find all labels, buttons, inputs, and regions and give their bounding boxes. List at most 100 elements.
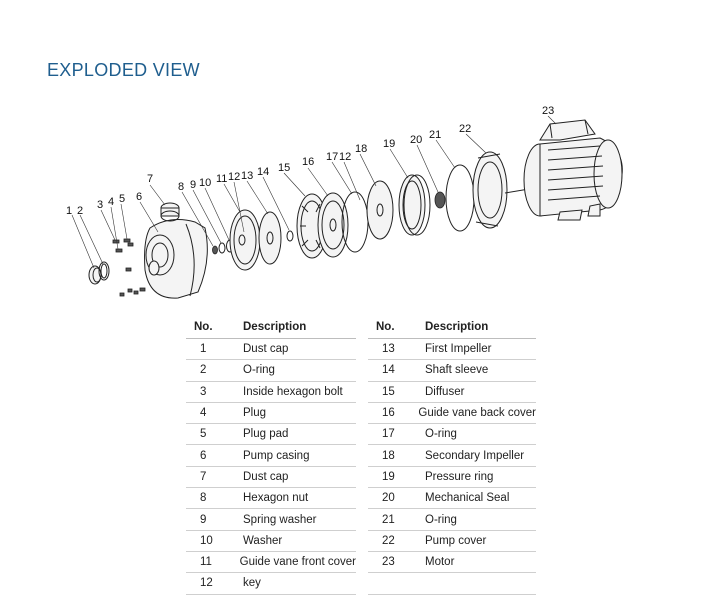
table-row: 4 Plug [186, 403, 356, 425]
table-row: 13 First Impeller [368, 339, 536, 361]
table-row: 19 Pressure ring [368, 467, 536, 489]
callout-label: 7 [147, 173, 153, 185]
row-description: O-ring [243, 364, 275, 377]
row-description: Dust cap [243, 343, 289, 356]
part-dust-cap [88, 265, 102, 285]
part-nut-washers [212, 239, 234, 255]
callout-label: 21 [429, 129, 441, 141]
header-description: Description [425, 321, 489, 333]
row-description: Guide vane front cover [239, 556, 356, 569]
callout-label: 16 [302, 156, 314, 168]
callout-label: 14 [257, 166, 269, 178]
callout-label: 22 [459, 123, 471, 135]
callout-label: 17 [326, 151, 338, 163]
row-no: 10 [200, 534, 213, 547]
table-row: 7 Dust cap [186, 467, 356, 489]
row-description: Spring washer [243, 513, 317, 526]
table-row: 16 Guide vane back cover [368, 403, 536, 425]
table-row: 18 Secondary Impeller [368, 445, 536, 467]
row-description: Dust cap [243, 470, 289, 483]
part-shaft-sleeve [286, 230, 294, 242]
callout-label: 2 [77, 205, 83, 217]
header-no: No. [376, 321, 395, 333]
callout-label: 13 [241, 170, 253, 182]
row-no: 6 [200, 449, 207, 462]
exploded-view-diagram: 1 2 3 4 5 6 7 8 9 10 11 12 13 14 15 16 1… [66, 105, 623, 299]
table-header: No. Description [368, 316, 536, 339]
part-pump-cover [472, 151, 508, 229]
callout-label: 5 [119, 193, 125, 205]
table-row: 11 Guide vane front cover [186, 552, 356, 574]
row-description: Pressure ring [425, 470, 494, 483]
callout-label: 8 [178, 181, 184, 193]
row-description: Motor [425, 556, 455, 569]
row-no: 17 [382, 428, 395, 441]
table-row: 6 Pump casing [186, 445, 356, 467]
table-row: 8 Hexagon nut [186, 488, 356, 510]
row-description: Secondary Impeller [425, 449, 525, 462]
row-no: 2 [200, 364, 207, 377]
row-description: Shaft sleeve [425, 364, 489, 377]
row-description: O-ring [425, 513, 457, 526]
row-description: Diffuser [425, 385, 465, 398]
part-pressure-ring [398, 174, 431, 236]
table-row-empty [368, 573, 536, 595]
row-description: Plug pad [243, 428, 289, 441]
row-no: 19 [382, 470, 395, 483]
row-description: Guide vane back cover [418, 407, 536, 420]
row-no: 16 [382, 407, 395, 420]
callout-label: 20 [410, 134, 422, 146]
row-no: 23 [382, 556, 395, 569]
part-secondary-impeller [366, 180, 394, 240]
row-description: Pump casing [243, 449, 310, 462]
row-description: Washer [243, 534, 283, 547]
part-guide-vane-back-cover [317, 192, 349, 258]
callout-labels: 1 2 3 4 5 6 7 8 9 10 11 12 13 14 15 16 1… [66, 105, 554, 217]
part-pump-casing [144, 219, 208, 299]
callout-label: 9 [190, 179, 196, 191]
row-no: 3 [200, 385, 207, 398]
callout-label: 11 [216, 173, 227, 185]
row-description: First Impeller [425, 343, 492, 356]
row-no: 13 [382, 343, 395, 356]
table-row: 15 Diffuser [368, 382, 536, 403]
part-motor [504, 119, 623, 221]
table-header: No. Description [186, 316, 356, 339]
header-no: No. [194, 321, 213, 333]
row-no: 15 [382, 385, 395, 398]
row-no: 18 [382, 449, 395, 462]
callout-label: 3 [97, 199, 103, 211]
row-description: Plug [243, 407, 267, 420]
callout-label: 10 [199, 177, 211, 189]
header-description: Description [243, 321, 307, 333]
row-no: 8 [200, 492, 207, 505]
callout-label: 1 [66, 205, 72, 217]
table-row: 2 O-ring [186, 360, 356, 382]
row-no: 12 [200, 577, 213, 590]
callout-label: 4 [108, 196, 114, 208]
row-no: 7 [200, 470, 207, 483]
callout-label: 6 [136, 191, 142, 203]
part-o-ring-front [98, 261, 110, 281]
row-description: Hexagon nut [243, 492, 309, 505]
row-no: 11 [200, 556, 212, 569]
callout-label: 23 [542, 105, 554, 117]
page-title: EXPLODED VIEW [47, 60, 200, 80]
part-o-ring-rear [445, 164, 475, 232]
table-row: 17 O-ring [368, 424, 536, 446]
callout-label: 15 [278, 162, 290, 174]
callout-label: 12 [339, 151, 351, 163]
row-no: 4 [200, 407, 207, 420]
callout-label: 12 [228, 171, 240, 183]
row-description: Pump cover [425, 534, 487, 547]
row-description: O-ring [425, 428, 457, 441]
row-description: Mechanical Seal [425, 492, 510, 505]
